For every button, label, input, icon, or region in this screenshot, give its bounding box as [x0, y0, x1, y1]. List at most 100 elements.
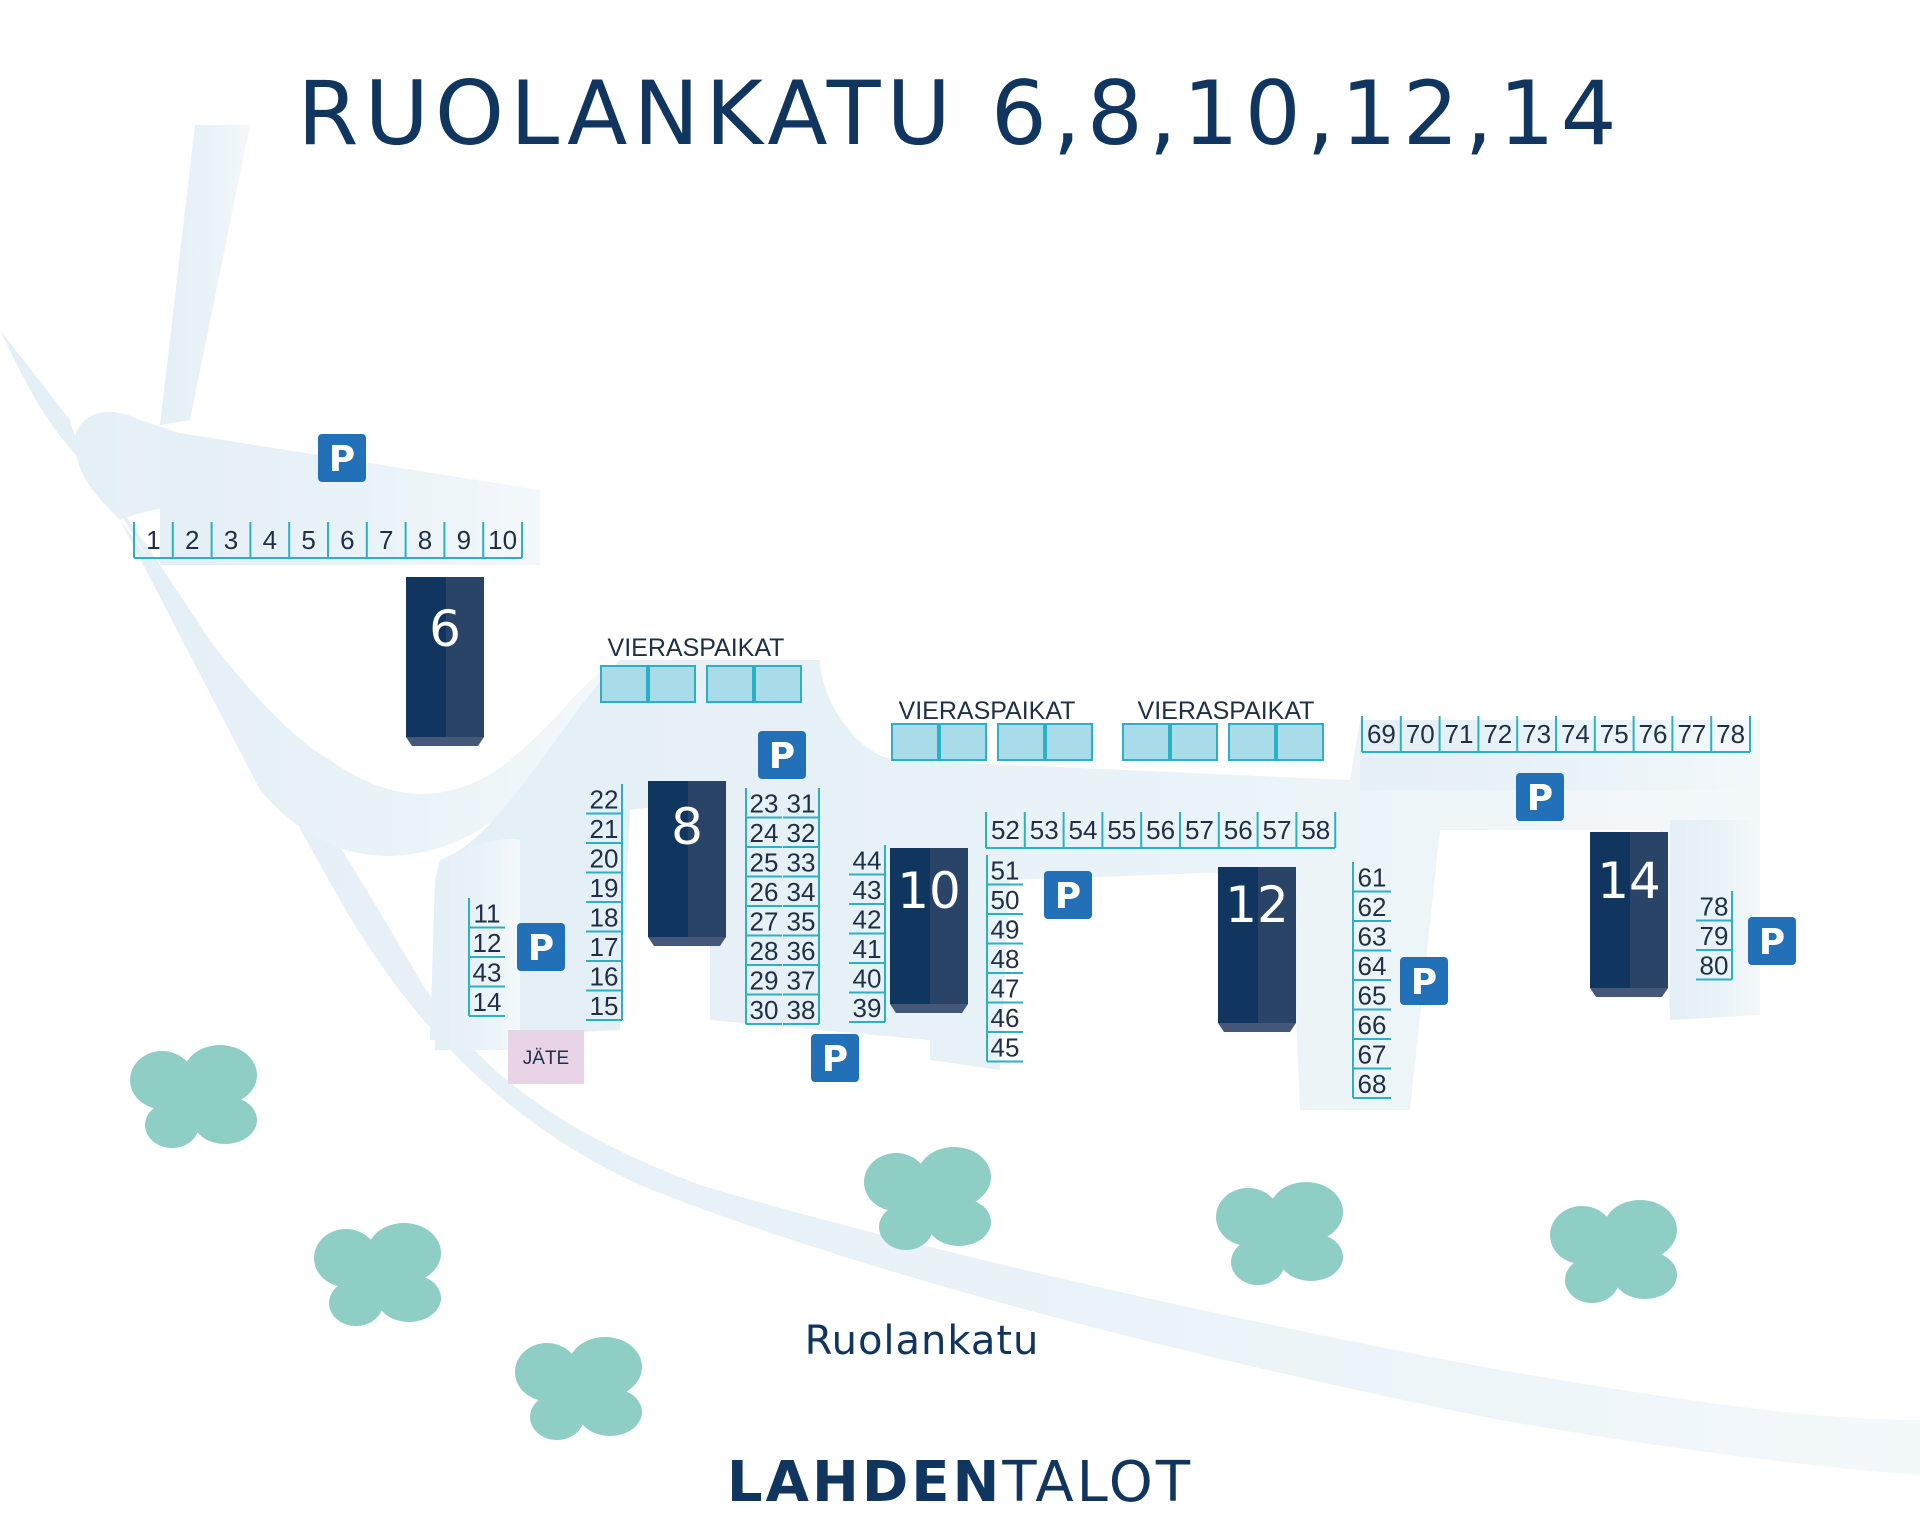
parking-slot-number: 42 — [853, 905, 882, 935]
svg-text:P: P — [1055, 876, 1081, 917]
parking-sign-icon: P — [1044, 871, 1092, 919]
svg-text:P: P — [1527, 778, 1553, 819]
svg-text:P: P — [769, 736, 795, 777]
parking-slot-number: 54 — [1069, 815, 1098, 845]
parking-slot-number: 50 — [991, 885, 1020, 915]
tree — [130, 1045, 257, 1148]
guest-label: VIERASPAIKAT — [1138, 697, 1315, 725]
parking-slot-number: 33 — [787, 848, 816, 878]
waste-label: JÄTE — [523, 1048, 569, 1069]
building-label: 10 — [897, 862, 961, 920]
parking-slot-number: 72 — [1483, 719, 1512, 749]
west-pocket — [435, 838, 520, 1050]
parking-slot-number: 25 — [750, 848, 779, 878]
parking-slot-number: 4 — [263, 525, 277, 555]
parking-slot-number: 21 — [590, 814, 619, 844]
parking-slot-number: 58 — [1301, 815, 1330, 845]
parking-slot-number: 40 — [853, 964, 882, 994]
parking-slot-number: 62 — [1358, 892, 1387, 922]
parking-slot-number: 77 — [1677, 719, 1706, 749]
svg-text:P: P — [1411, 962, 1437, 1003]
parking-slot-number: 24 — [750, 818, 779, 848]
logo-bold: LAHDEN — [726, 1450, 1003, 1515]
parking-slot-number: 15 — [590, 991, 619, 1021]
svg-text:P: P — [822, 1039, 848, 1080]
parking-slot-number: 30 — [750, 995, 779, 1025]
parking-slot-number: 20 — [590, 844, 619, 874]
parking-slot-number: 31 — [787, 789, 816, 819]
parking-slot-number: 26 — [750, 877, 779, 907]
tree — [1216, 1182, 1343, 1285]
parking-slot-number: 5 — [301, 525, 315, 555]
trees — [130, 1045, 1677, 1440]
parking-slot-number: 29 — [750, 966, 779, 996]
building-label: 14 — [1597, 852, 1661, 910]
logo-light: TALOT — [1002, 1450, 1194, 1515]
parking-slot-number: 11 — [474, 899, 501, 929]
parking-sign-icon: P — [1400, 957, 1448, 1005]
parking-slot-number: 49 — [991, 915, 1020, 945]
svg-text:P: P — [528, 928, 554, 969]
building-10: 10 — [890, 848, 968, 1013]
parking-slot-number: 1 — [146, 525, 160, 555]
parking-sign-icon: P — [811, 1034, 859, 1082]
parking-slot-number: 19 — [590, 873, 619, 903]
parking-slot-number: 56 — [1224, 815, 1253, 845]
parking-slot-number: 78 — [1700, 892, 1729, 922]
parking-slot-number: 18 — [590, 903, 619, 933]
tree — [515, 1337, 642, 1440]
parking-slot-number: 2 — [185, 525, 199, 555]
tree — [864, 1147, 991, 1250]
parking-slot-number: 48 — [991, 944, 1020, 974]
parking-slot-number: 32 — [787, 818, 816, 848]
parking-slot-number: 41 — [853, 934, 882, 964]
parking-slot-number: 76 — [1639, 719, 1668, 749]
parking-slot-number: 74 — [1561, 719, 1590, 749]
parking-slot-number: 43 — [473, 958, 502, 988]
parking-slot-number: 57 — [1263, 815, 1292, 845]
svg-text:P: P — [329, 439, 355, 480]
parking-slot-number: 35 — [787, 907, 816, 937]
parking-slot-number: 55 — [1107, 815, 1136, 845]
parking-slot-number: 10 — [488, 525, 517, 555]
building-8: 8 — [648, 781, 726, 946]
parking-slot-number: 61 — [1358, 863, 1387, 893]
parking-slot-number: 56 — [1146, 815, 1175, 845]
parking-sign-icon: P — [318, 434, 366, 482]
parking-slot-number: 65 — [1358, 981, 1387, 1011]
building-14: 14 — [1590, 832, 1668, 997]
buildings: 6 8 10 12 14 — [406, 577, 1668, 1032]
parking-slot-number: 79 — [1700, 921, 1729, 951]
guest-parking-middle: VIERASPAIKAT — [891, 697, 1093, 761]
guest-label: VIERASPAIKAT — [608, 634, 785, 662]
guest-parking-right: VIERASPAIKAT — [1122, 697, 1324, 761]
parking-slot-number: 45 — [991, 1033, 1020, 1063]
parking-slot-number: 78 — [1716, 719, 1745, 749]
parking-sign-icon: P — [517, 923, 565, 971]
parking-slot-number: 27 — [750, 907, 779, 937]
building-label: 6 — [429, 600, 461, 658]
parking-slot-number: 63 — [1358, 922, 1387, 952]
guest-parking-left: VIERASPAIKAT — [600, 634, 802, 703]
building-label: 8 — [671, 798, 703, 856]
parking-slot-number: 51 — [991, 856, 1020, 886]
parking-slot-number: 22 — [590, 785, 619, 815]
svg-text:P: P — [1759, 922, 1785, 963]
parking-signs: P P P P P P P P — [318, 434, 1796, 1082]
parking-slot-number: 39 — [853, 993, 882, 1023]
waste-area: JÄTE — [508, 1030, 584, 1084]
parking-slot-number: 64 — [1358, 951, 1387, 981]
parking-slot-number: 3 — [224, 525, 238, 555]
parking-slot-number: 69 — [1367, 719, 1396, 749]
